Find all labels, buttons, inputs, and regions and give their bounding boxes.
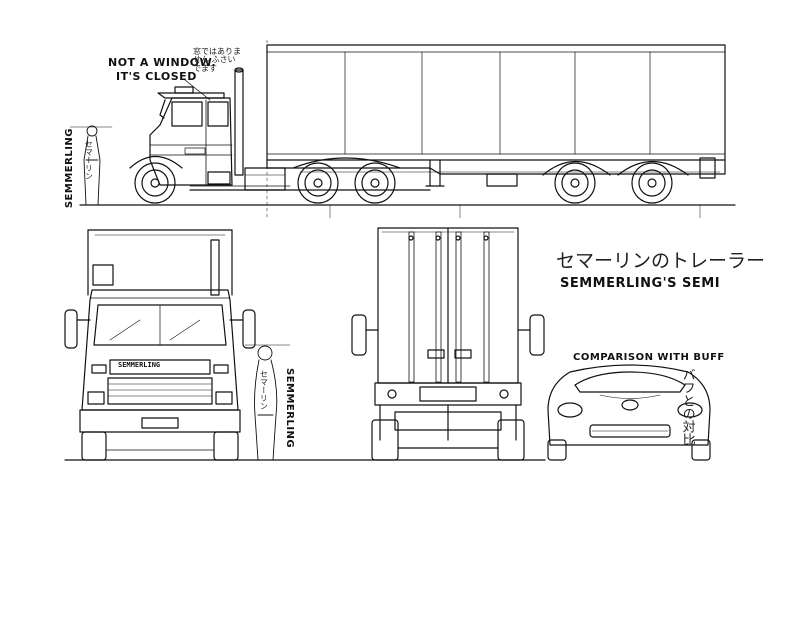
front-figure-label: SEMMERLING bbox=[284, 368, 295, 449]
front-left-wheel bbox=[81, 431, 107, 461]
rear-right-wheel bbox=[497, 419, 525, 461]
side-view-truck bbox=[79, 39, 736, 219]
front-figure-label-jp: セマーリン bbox=[259, 370, 269, 410]
car-windshield bbox=[574, 371, 686, 393]
buff-sports-car bbox=[547, 364, 711, 461]
side-wheels bbox=[134, 162, 673, 204]
side-human-figure bbox=[69, 125, 113, 206]
annotation-closed: IT'S CLOSED bbox=[116, 70, 197, 83]
car-body bbox=[547, 364, 711, 446]
comparison-jp: バフとの対比 bbox=[679, 368, 695, 446]
title-en: SEMMERLING'S SEMI bbox=[560, 276, 721, 291]
front-human-figure bbox=[244, 344, 291, 461]
cab-body bbox=[149, 97, 233, 186]
rear-left-wheel bbox=[371, 419, 399, 461]
side-figure-label: SEMMERLING bbox=[64, 128, 75, 209]
grille-badge bbox=[109, 359, 211, 375]
front-view-truck bbox=[64, 229, 546, 461]
rear-view-trailer bbox=[351, 227, 545, 461]
title-jp: セマーリンのトレーラー bbox=[556, 250, 766, 272]
annotation-not-a-window: NOT A WINDOW. bbox=[108, 56, 217, 69]
comparison-label: COMPARISON WITH BUFF bbox=[573, 352, 725, 363]
trailer-box bbox=[266, 44, 726, 161]
closed-window-panel bbox=[207, 101, 229, 127]
cab-window bbox=[171, 101, 203, 127]
side-figure-label-jp: セマーリン bbox=[84, 140, 94, 180]
grille-badge-text: SEMMERLING bbox=[118, 361, 161, 369]
front-right-wheel bbox=[213, 431, 239, 461]
annotation-jp-note: 窓ではありません ふさいでます bbox=[193, 47, 241, 73]
